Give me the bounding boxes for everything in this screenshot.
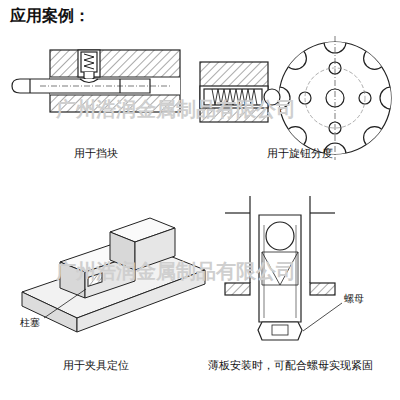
caption: 用于旋钮分度 bbox=[267, 146, 333, 161]
part-label: 螺母 bbox=[344, 292, 364, 306]
caption: 薄板安装时，可配合螺母实现紧固 bbox=[208, 358, 373, 373]
part-label: 柱塞 bbox=[20, 316, 40, 330]
watermark: 广州浩润金属制品有限公司 bbox=[56, 96, 296, 123]
title: 应用案例： bbox=[10, 6, 90, 27]
caption: 用于夹具定位 bbox=[63, 358, 129, 373]
caption: 用于挡块 bbox=[74, 146, 118, 161]
watermark: 广州浩润金属制品有限公司 bbox=[56, 258, 296, 285]
